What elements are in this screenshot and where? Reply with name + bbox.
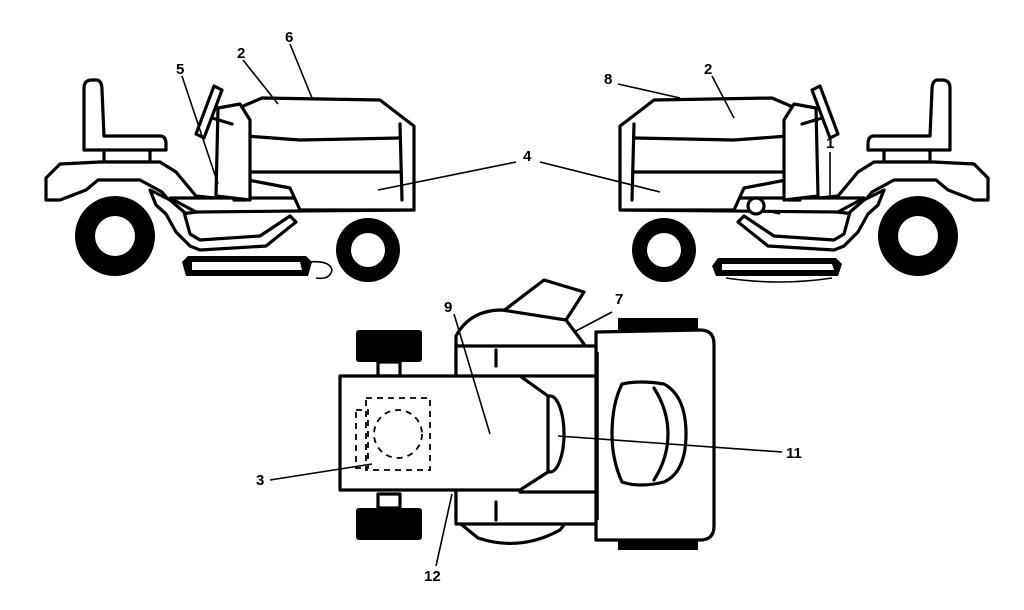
callout-3: 3 bbox=[256, 472, 265, 489]
leader-4b bbox=[539, 161, 661, 193]
right-hood bbox=[618, 96, 802, 212]
callout-12: 12 bbox=[424, 568, 441, 585]
left-seat bbox=[82, 78, 168, 152]
leader-6 bbox=[289, 43, 313, 99]
leader-11 bbox=[557, 435, 783, 453]
leader-3 bbox=[269, 463, 373, 481]
leader-8 bbox=[617, 83, 681, 99]
leader-9 bbox=[453, 313, 491, 435]
leader-2a bbox=[242, 59, 279, 105]
leader-2b bbox=[711, 75, 735, 119]
callout-4: 4 bbox=[523, 148, 532, 165]
leader-lines bbox=[181, 43, 831, 567]
right-lift-lever bbox=[746, 196, 766, 216]
right-seat bbox=[866, 78, 952, 152]
callout-6: 6 bbox=[285, 29, 294, 46]
top-hood bbox=[338, 374, 550, 492]
top-seat bbox=[610, 380, 688, 487]
top-rear-wheel-left bbox=[618, 318, 698, 332]
callout-8: 8 bbox=[604, 71, 613, 88]
callout-9: 9 bbox=[444, 299, 453, 316]
callout-11: 11 bbox=[786, 445, 802, 462]
top-front-wheel-left bbox=[356, 330, 422, 362]
top-front-wheel-right bbox=[356, 508, 422, 540]
leader-4a bbox=[377, 161, 517, 191]
top-view-tractor bbox=[338, 278, 716, 550]
right-frame bbox=[736, 188, 886, 252]
leader-7 bbox=[573, 311, 613, 333]
leader-12 bbox=[435, 493, 453, 567]
callout-2-right: 2 bbox=[704, 61, 713, 78]
callout-7: 7 bbox=[615, 291, 624, 308]
left-steering-wheel bbox=[194, 84, 224, 140]
top-engine-outline bbox=[365, 397, 431, 471]
callout-2-left: 2 bbox=[237, 45, 246, 62]
left-frame bbox=[148, 188, 298, 252]
right-steering-wheel bbox=[810, 84, 840, 140]
right-side-view-tractor bbox=[618, 78, 990, 283]
callout-5: 5 bbox=[176, 61, 185, 78]
leader-5 bbox=[181, 75, 219, 185]
left-side-view-tractor bbox=[44, 78, 416, 282]
left-hood bbox=[232, 96, 416, 212]
callout-1: 1 bbox=[826, 135, 835, 152]
